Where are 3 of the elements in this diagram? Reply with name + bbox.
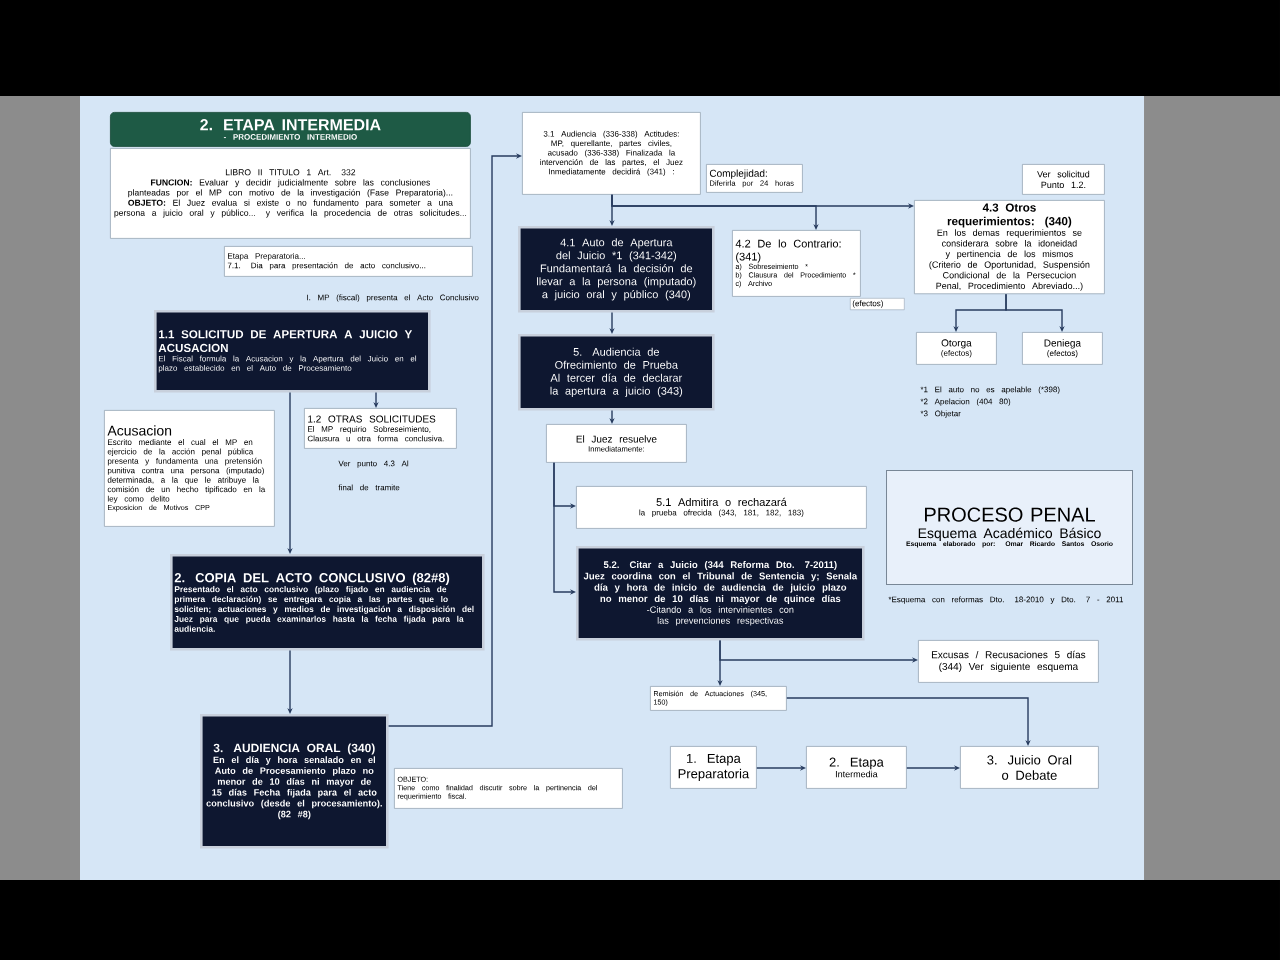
arrow — [387, 153, 522, 727]
arrow — [1005, 293, 1065, 332]
arrow — [786, 697, 1031, 746]
